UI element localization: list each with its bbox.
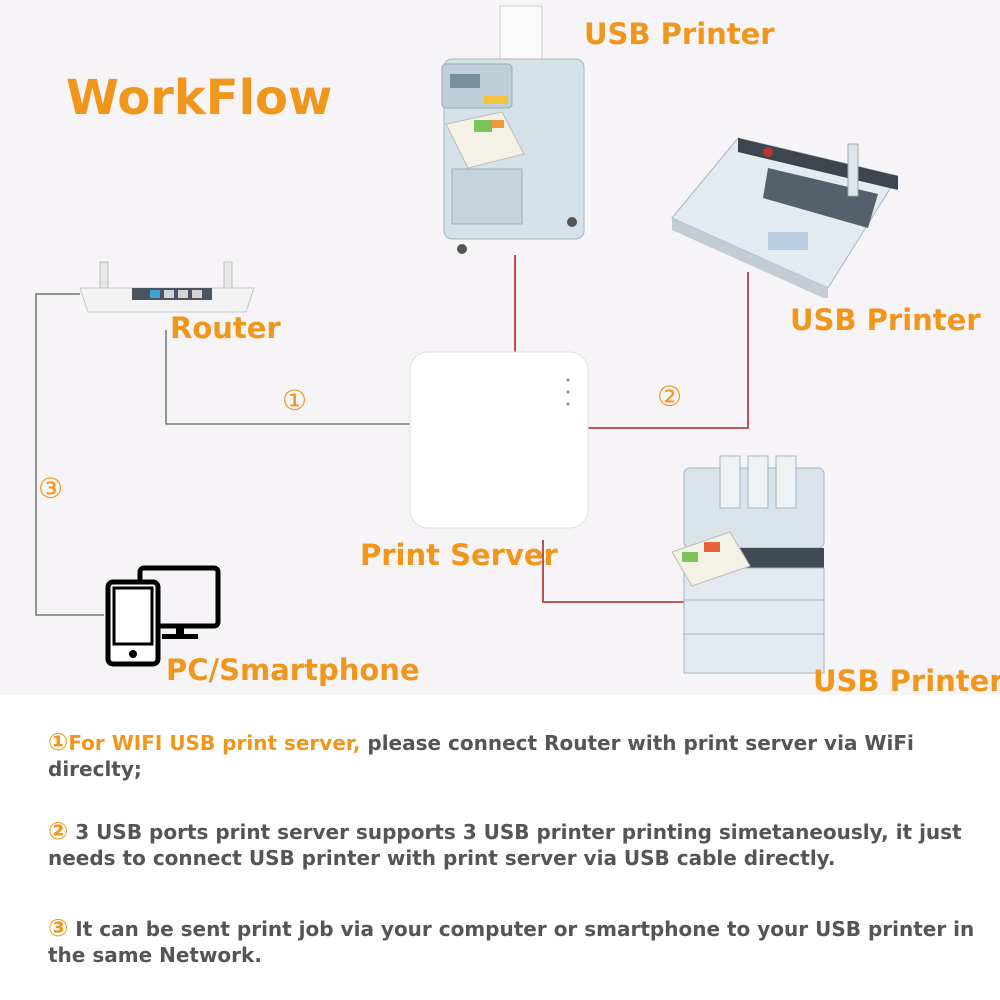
notes-section: ①For WIFI USB print server, please conne… (0, 695, 1000, 1000)
pc-smartphone-label: PC/Smartphone (166, 653, 420, 687)
note-3-marker: ③ (48, 914, 69, 942)
note-1: ①For WIFI USB print server, please conne… (48, 729, 998, 782)
usb-printer-top-label: USB Printer (584, 17, 775, 51)
usb-printer-bottom-image (671, 455, 825, 674)
router-pc-line (35, 293, 104, 616)
connection-number-3: ③ (38, 472, 64, 505)
print-server-label: Print Server (360, 538, 558, 572)
note-3: ③ It can be sent print job via your comp… (48, 915, 998, 968)
print-server-image (409, 351, 589, 529)
pc-smartphone-icon (105, 565, 221, 667)
note-2: ② 3 USB ports print server supports 3 US… (48, 818, 998, 871)
connection-number-1: ① (282, 384, 308, 417)
usb-printer-right-image (671, 137, 899, 298)
note-2-marker: ② (48, 817, 69, 845)
note-1-marker: ① (48, 728, 69, 756)
note-3-text: It can be sent print job via your comput… (48, 917, 975, 967)
router-server-line (165, 330, 410, 425)
usb-printer-bottom-label: USB Printer (813, 664, 1000, 698)
note-1-text: please connect Router with print server … (48, 731, 914, 781)
note-1-highlight: For WIFI USB print server, (68, 731, 361, 755)
connection-number-2: ② (657, 380, 683, 413)
usb-printer-right-label: USB Printer (790, 303, 981, 337)
note-2-text: 3 USB ports print server supports 3 USB … (48, 820, 962, 870)
router-label: Router (170, 311, 281, 345)
workflow-diagram: WorkFlow USB Printer USB Printer U (0, 0, 1000, 698)
usb-cable-right (586, 272, 749, 429)
usb-cable-bottom (542, 540, 684, 603)
router-image (79, 261, 255, 313)
diagram-title: WorkFlow (66, 70, 333, 126)
connection-lines (35, 255, 749, 616)
usb-printer-top-image (441, 5, 585, 254)
